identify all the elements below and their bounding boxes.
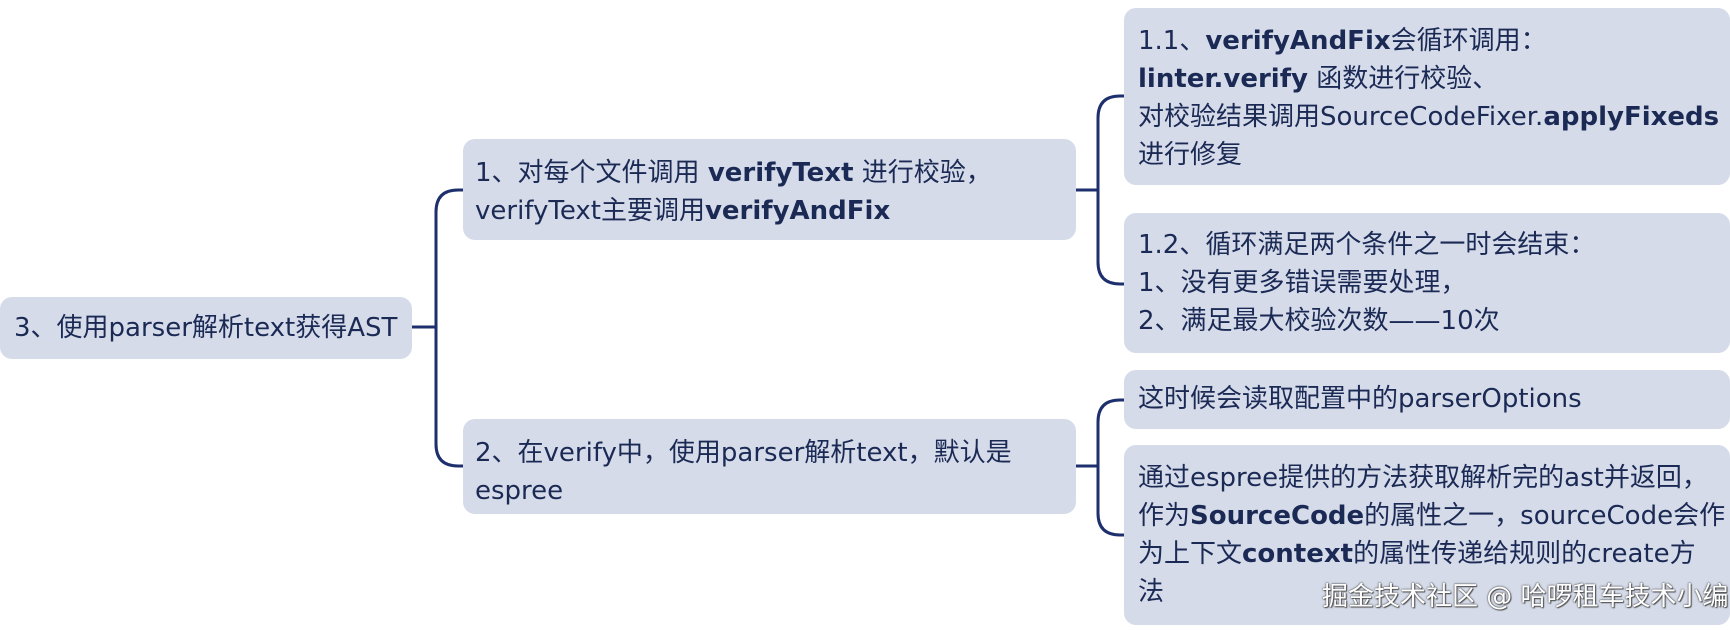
leaf-node-parser-options[interactable]: 这时候会读取配置中的parserOptions <box>1124 370 1730 429</box>
leaf12-line3: 2、满足最大校验次数——10次 <box>1138 306 1500 336</box>
watermark: 掘金技术社区 @ 哈啰租车技术小编 <box>1322 582 1729 612</box>
connector-branch2-leaf21 <box>1096 398 1126 468</box>
branch-node-verify-parser[interactable]: 2、在verify中，使用parser解析text，默认是 espree <box>463 419 1076 514</box>
leaf21-line1: 这时候会读取配置中的parserOptions <box>1138 384 1582 414</box>
leaf22-line1: 通过espree提供的方法获取解析完的ast并返回， <box>1138 463 1708 493</box>
leaf11-line3: 对校验结果调用SourceCodeFixer.applyFixeds <box>1138 102 1720 132</box>
connector-root-branch2 <box>434 325 465 468</box>
root-node-text: 3、使用parser解析text获得AST <box>14 313 398 343</box>
branch1-line1: 1、对每个文件调用 verifyText 进行校验， <box>475 158 992 188</box>
branch-node-verify-text[interactable]: 1、对每个文件调用 verifyText 进行校验， verifyText主要调… <box>463 139 1076 240</box>
leaf-node-espree-ast[interactable]: 通过espree提供的方法获取解析完的ast并返回， 作为SourceCode的… <box>1124 445 1730 625</box>
connector-branch1-leaf11 <box>1096 94 1126 192</box>
leaf-node-loop-end-conditions[interactable]: 1.2、循环满足两个条件之一时会结束： 1、没有更多错误需要处理， 2、满足最大… <box>1124 213 1730 353</box>
leaf11-line1: 1.1、verifyAndFix会循环调用： <box>1138 26 1547 56</box>
branch1-line2: verifyText主要调用verifyAndFix <box>475 196 891 226</box>
leaf22-line4: 法 <box>1138 577 1165 607</box>
connector-branch2-leaf22 <box>1096 464 1126 537</box>
leaf11-line4: 进行修复 <box>1138 140 1243 170</box>
leaf-node-verify-and-fix-loop[interactable]: 1.1、verifyAndFix会循环调用： linter.verify 函数进… <box>1124 8 1730 185</box>
connector-root-branch1 <box>434 188 465 329</box>
leaf22-line2: 作为SourceCode的属性之一，sourceCode会作 <box>1138 501 1726 531</box>
branch2-line2: espree <box>475 476 564 506</box>
leaf12-line1: 1.2、循环满足两个条件之一时会结束： <box>1138 230 1596 260</box>
leaf22-line3: 为上下文context的属性传递给规则的create方 <box>1138 539 1696 569</box>
root-node[interactable]: 3、使用parser解析text获得AST <box>0 297 412 359</box>
leaf11-line2: linter.verify 函数进行校验、 <box>1138 64 1499 94</box>
branch2-line1: 2、在verify中，使用parser解析text，默认是 <box>475 438 1012 468</box>
leaf12-line2: 1、没有更多错误需要处理， <box>1138 268 1467 298</box>
connector-branch1-leaf12 <box>1096 188 1126 286</box>
